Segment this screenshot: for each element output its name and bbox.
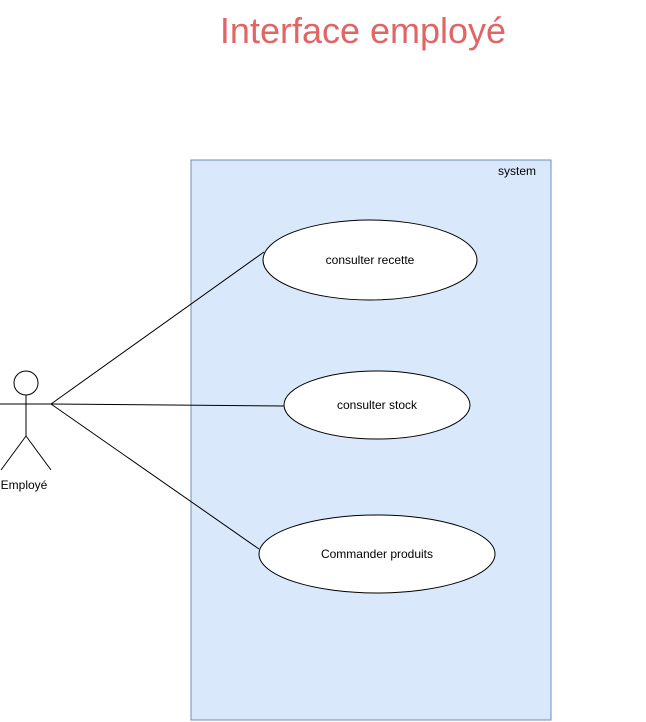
- actor-right-leg: [25, 435, 52, 471]
- actor-head: [13, 370, 39, 396]
- use-case-ellipse[interactable]: [283, 370, 471, 440]
- association-line-commander: [50, 403, 260, 550]
- use-case-label: consulter recette: [326, 253, 415, 267]
- use-case-label: consulter stock: [337, 398, 418, 412]
- use-case-ellipse[interactable]: [258, 514, 496, 594]
- actor-employe: [0, 370, 52, 471]
- use-case-consulter-recette[interactable]: consulter recette: [262, 219, 478, 301]
- diagram-title: Interface employé: [220, 10, 506, 51]
- association-line-stock: [50, 403, 285, 407]
- system-label: system: [498, 164, 536, 178]
- actor-left-leg: [0, 435, 27, 471]
- use-case-label: Commander produits: [321, 547, 433, 561]
- use-case-consulter-stock[interactable]: consulter stock: [283, 370, 471, 440]
- use-case-ellipse[interactable]: [262, 219, 478, 301]
- association-line-recette: [50, 251, 265, 405]
- actor-label: Employé: [1, 478, 48, 492]
- use-case-commander-produits[interactable]: Commander produits: [258, 514, 496, 594]
